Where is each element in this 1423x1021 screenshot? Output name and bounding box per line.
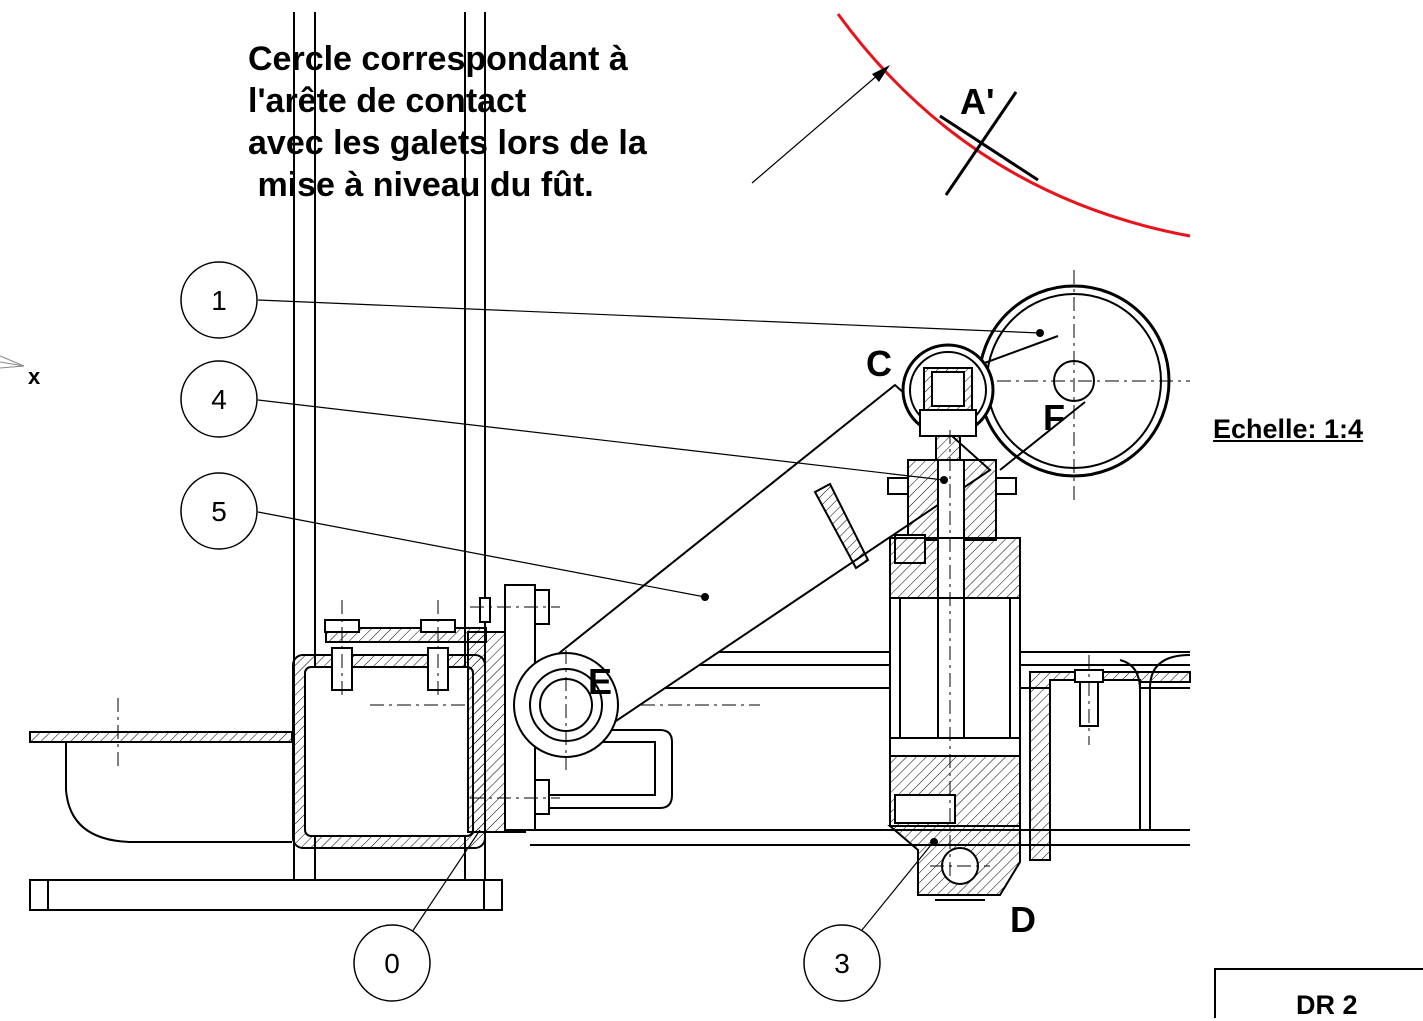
svg-text:3: 3 xyxy=(834,948,850,979)
left-tray xyxy=(29,698,293,843)
point-a-prime: A' xyxy=(960,81,995,122)
svg-text:4: 4 xyxy=(211,384,227,415)
x-axis-arrow-icon xyxy=(0,355,25,369)
balloon-4: 4 xyxy=(180,360,258,438)
point-e: E xyxy=(588,661,612,702)
point-c: C xyxy=(866,343,892,384)
balloon-1: 1 xyxy=(180,261,258,339)
svg-text:1: 1 xyxy=(211,285,227,316)
roller-f xyxy=(970,270,1190,505)
contact-annotation: Cercle correspondant à l'arête de contac… xyxy=(248,40,648,204)
right-bracket xyxy=(1029,654,1191,861)
jack-cylinder xyxy=(887,343,1021,901)
annotation-leader xyxy=(751,65,890,184)
balloon-leaders xyxy=(257,299,1041,936)
document-reference-box: DR 2 xyxy=(1214,968,1423,1020)
square-tube-part-0 xyxy=(292,600,526,849)
base-plate xyxy=(29,879,503,911)
scale-label: Echelle: 1:4 xyxy=(1213,414,1364,444)
svg-text:Cercle correspondant à: Cercle correspondant à xyxy=(248,40,628,78)
svg-text:l'arête de contact: l'arête de contact xyxy=(248,82,526,120)
balloon-3: 3 xyxy=(803,924,881,1002)
arm-part-5 xyxy=(513,383,992,770)
balloon-0: 0 xyxy=(353,924,431,1002)
arm-pin xyxy=(813,482,870,570)
point-f: F xyxy=(1043,397,1065,438)
svg-text:avec les galets lors de la: avec les galets lors de la xyxy=(248,124,648,162)
point-d: D xyxy=(1010,899,1036,940)
axis-x-label: x xyxy=(28,364,41,389)
balloon-5: 5 xyxy=(180,472,258,550)
svg-text:0: 0 xyxy=(384,948,400,979)
svg-text:5: 5 xyxy=(211,496,227,527)
a-prime-section-mark xyxy=(939,91,1039,196)
contact-circle-arc xyxy=(836,13,1191,238)
svg-text:mise à niveau du fût.: mise à niveau du fût. xyxy=(248,166,594,204)
